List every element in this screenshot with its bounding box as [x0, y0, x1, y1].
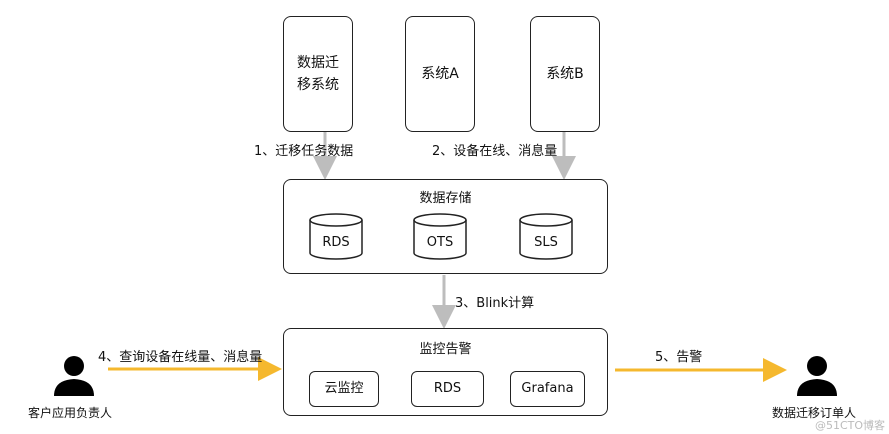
cylinder-icon — [519, 213, 573, 260]
system-b-label: 系统B — [546, 66, 584, 82]
system-a: 系统A — [405, 16, 475, 132]
label-step3: 3、Blink计算 — [455, 296, 535, 311]
cylinder-icon — [309, 213, 363, 260]
actor-right-label: 数据迁移订单人 — [772, 406, 857, 420]
person-icon — [797, 356, 837, 396]
monitor-rds: RDS — [411, 371, 484, 407]
data-storage-title: 数据存储 — [419, 191, 472, 206]
monitor-cloud: 云监控 — [309, 371, 379, 407]
person-icon — [54, 356, 94, 396]
system-b: 系统B — [530, 16, 600, 132]
label-step5: 5、告警 — [655, 350, 703, 365]
label-step4: 4、查询设备在线量、消息量 — [98, 350, 263, 365]
cylinder-icon — [413, 213, 467, 260]
db-ots-label: OTS — [426, 235, 454, 250]
watermark: @51CTO博客 — [815, 419, 886, 432]
monitor-grafana: Grafana — [510, 371, 585, 407]
monitor-title: 监控告警 — [419, 342, 472, 357]
actor-left-label: 客户应用负责人 — [28, 406, 113, 420]
system-migration-label: 数据迁 移系统 — [297, 55, 339, 93]
system-migration: 数据迁 移系统 — [283, 16, 353, 132]
db-sls: SLS — [519, 213, 573, 261]
system-a-label: 系统A — [421, 66, 459, 82]
label-step2: 2、设备在线、消息量 — [432, 144, 558, 159]
db-rds-label: RDS — [322, 235, 350, 250]
db-sls-label: SLS — [534, 235, 558, 250]
db-rds: RDS — [309, 213, 363, 261]
label-step1: 1、迁移任务数据 — [254, 144, 354, 159]
db-ots: OTS — [413, 213, 467, 261]
